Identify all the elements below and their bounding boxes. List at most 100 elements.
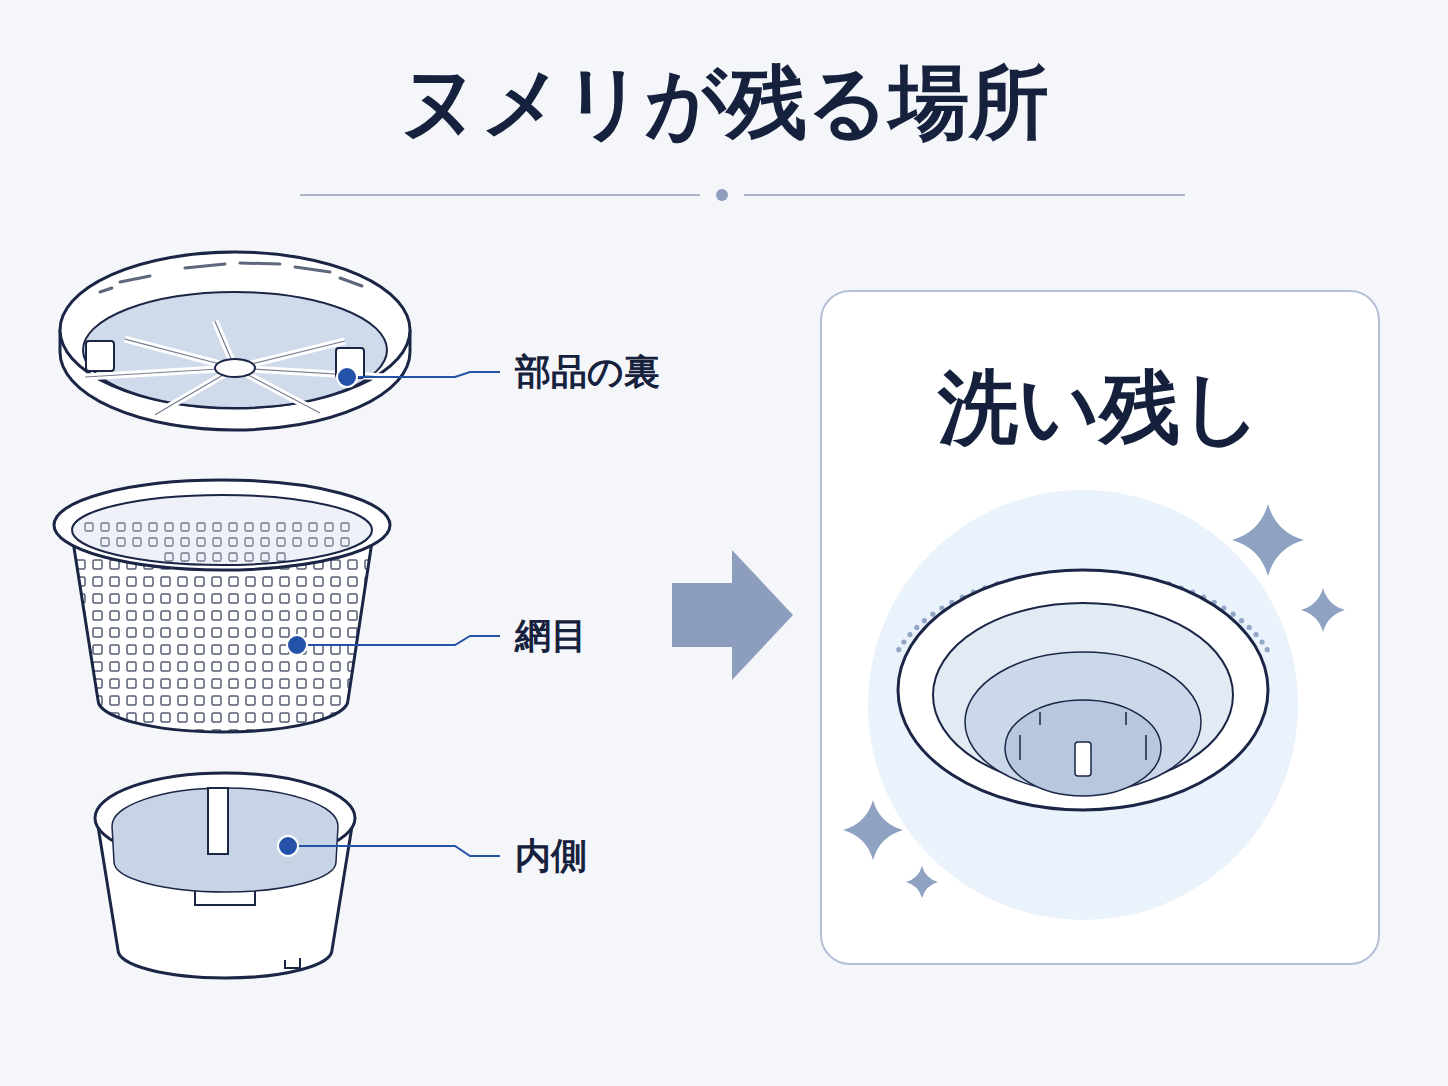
- lid-slot: [120, 276, 150, 282]
- lid-slot: [185, 264, 225, 268]
- mesh-hole: [110, 628, 119, 637]
- mesh-hole: [348, 713, 357, 722]
- mesh-hole: [127, 713, 136, 722]
- mesh-hole: [110, 662, 119, 671]
- basket-rim: [54, 480, 390, 570]
- mesh-hole: [165, 553, 173, 561]
- mesh-hole: [280, 594, 289, 603]
- mesh-hole: [144, 679, 153, 688]
- mesh-hole: [280, 628, 289, 637]
- drain-figure: [868, 490, 1298, 920]
- mesh-hole: [127, 645, 136, 654]
- mesh-hole: [348, 628, 357, 637]
- mesh-hole: [144, 611, 153, 620]
- mesh-hole: [195, 662, 204, 671]
- mesh-hole: [161, 577, 170, 586]
- mesh-hole: [181, 523, 189, 531]
- part-label: 内側: [515, 834, 587, 877]
- mesh-hole: [76, 679, 85, 688]
- mesh-hole: [213, 553, 221, 561]
- mesh-hole: [314, 713, 323, 722]
- mesh-hole: [277, 538, 285, 546]
- mesh-hole: [212, 696, 221, 705]
- mesh-hole: [261, 523, 269, 531]
- mesh-hole: [263, 696, 272, 705]
- callout-dot: [337, 367, 357, 387]
- cup-figure: [95, 773, 355, 978]
- mesh-hole: [280, 577, 289, 586]
- glow-dot: [901, 639, 906, 644]
- mesh-hole: [93, 696, 102, 705]
- mesh-hole: [195, 594, 204, 603]
- part-label: 部品の裏: [515, 350, 660, 393]
- glow-dot: [1265, 647, 1270, 652]
- mesh-hole: [76, 628, 85, 637]
- mesh-hole: [212, 577, 221, 586]
- flow-arrow: [672, 550, 793, 680]
- mesh-hole: [263, 730, 272, 739]
- mesh-hole: [133, 538, 141, 546]
- mesh-hole: [161, 696, 170, 705]
- glow-dot: [914, 625, 919, 630]
- mesh-hole: [93, 560, 102, 569]
- mesh-hole: [212, 628, 221, 637]
- mesh-hole: [117, 523, 125, 531]
- mesh-hole: [348, 730, 357, 739]
- mesh-hole: [365, 628, 374, 637]
- mesh-hole: [245, 523, 253, 531]
- mesh-hole: [127, 628, 136, 637]
- mesh-hole: [263, 594, 272, 603]
- mesh-hole: [93, 577, 102, 586]
- mesh-hole: [246, 713, 255, 722]
- cup-inner: [112, 788, 338, 892]
- mesh-hole: [280, 611, 289, 620]
- mesh-hole: [245, 538, 253, 546]
- glow-dot: [1239, 618, 1244, 623]
- mesh-hole: [229, 713, 238, 722]
- mesh-hole: [246, 645, 255, 654]
- mesh-hole: [195, 611, 204, 620]
- lid-hub: [215, 359, 255, 377]
- leader-line: [347, 372, 500, 377]
- mesh-hole: [93, 730, 102, 739]
- mesh-hole: [331, 611, 340, 620]
- mesh-hole: [331, 662, 340, 671]
- mesh-hole: [212, 713, 221, 722]
- mesh-hole: [297, 662, 306, 671]
- basket-inner: [72, 495, 372, 565]
- mesh-hole: [229, 594, 238, 603]
- mesh-hole: [365, 696, 374, 705]
- mesh-hole: [127, 594, 136, 603]
- mesh-hole: [331, 679, 340, 688]
- mesh-hole: [261, 538, 269, 546]
- mesh-hole: [76, 560, 85, 569]
- mesh-hole: [331, 713, 340, 722]
- mesh-hole: [127, 730, 136, 739]
- mesh-hole: [297, 577, 306, 586]
- mesh-hole: [280, 662, 289, 671]
- mesh-hole: [314, 611, 323, 620]
- mesh-hole: [93, 594, 102, 603]
- mesh-hole: [246, 611, 255, 620]
- mesh-hole: [280, 679, 289, 688]
- mesh-hole: [212, 730, 221, 739]
- mesh-hole: [314, 662, 323, 671]
- mesh-hole: [348, 662, 357, 671]
- mesh-hole: [85, 523, 93, 531]
- mesh-hole: [93, 611, 102, 620]
- mesh-hole: [133, 523, 141, 531]
- mesh-hole: [331, 577, 340, 586]
- sparkle: [906, 866, 938, 898]
- mesh-hole: [149, 523, 157, 531]
- mesh-hole: [110, 730, 119, 739]
- glow-dot: [907, 632, 912, 637]
- mesh-hole: [229, 679, 238, 688]
- mesh-hole: [314, 577, 323, 586]
- mesh-hole: [246, 696, 255, 705]
- mesh-hole: [246, 662, 255, 671]
- mesh-hole: [280, 696, 289, 705]
- mesh-hole: [246, 594, 255, 603]
- mesh-hole: [195, 628, 204, 637]
- lid-slot: [295, 267, 330, 272]
